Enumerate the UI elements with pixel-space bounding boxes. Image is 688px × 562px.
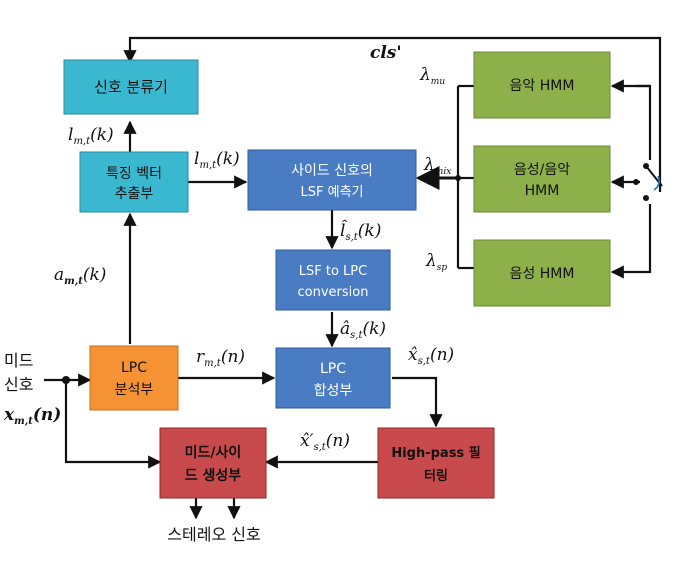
mid-signal-label-line1: 미드 bbox=[4, 351, 33, 370]
cls-feedback-line bbox=[123, 36, 662, 192]
speech-hmm-block: 음성 HMM bbox=[473, 239, 611, 307]
arrow-synthesis-to-highpass bbox=[392, 376, 443, 428]
side-lsf-label-line2: LSF 예측기 bbox=[301, 185, 364, 200]
cls-label: cls' bbox=[370, 43, 402, 63]
junction-dot-input bbox=[62, 376, 70, 384]
side-lsf-predictor-block: 사이드 신호의 LSF 예측기 bbox=[247, 149, 417, 211]
speech-hmm-label: 음성 HMM bbox=[510, 266, 575, 282]
lsf-to-lpc-block: LSF to LPC conversion bbox=[275, 249, 391, 311]
lpc-synthesis-block: LPC 합성부 bbox=[275, 347, 391, 409]
lpc-synthesis-label-line2: 합성부 bbox=[314, 383, 353, 399]
feature-extractor-block: 특징 벡터 추출부 bbox=[79, 151, 189, 213]
speech-music-hmm-block: 음성/음악 HMM bbox=[473, 145, 611, 213]
mid-signal-label-line2: 신호 bbox=[4, 375, 33, 394]
lsf-to-lpc-label-line2: conversion bbox=[298, 285, 369, 300]
x-mt-label: xm,t(n) bbox=[3, 405, 61, 427]
side-lsf-label-line1: 사이드 신호의 bbox=[291, 163, 373, 179]
lambda-mix-label: λmix bbox=[423, 155, 451, 177]
junction-dot-bus bbox=[455, 175, 461, 181]
mid-side-label-line1: 미드/사이 bbox=[185, 444, 242, 461]
r-mt-label: rm,t(n) bbox=[196, 347, 245, 369]
speech-music-hmm-label-line1: 음성/음악 bbox=[514, 162, 570, 178]
a-hat-label: âs,t(k) bbox=[340, 319, 386, 341]
a-mt-label: am,t(k) bbox=[54, 265, 106, 287]
lsf-to-lpc-label-line1: LSF to LPC bbox=[299, 264, 367, 279]
switch-icon bbox=[633, 163, 663, 201]
mid-side-label-line2: 드 생성부 bbox=[185, 468, 242, 484]
music-hmm-block: 음악 HMM bbox=[473, 51, 611, 119]
highpass-label-line1: High-pass 필 bbox=[391, 446, 480, 461]
classifier-label: 신호 분류기 bbox=[94, 78, 168, 96]
stereo-output-label: 스테레오 신호 bbox=[167, 525, 260, 544]
lpc-analysis-block: LPC 분석부 bbox=[89, 345, 179, 411]
lpc-synthesis-label-line1: LPC bbox=[320, 361, 346, 377]
feature-label-line1: 특징 벡터 bbox=[106, 166, 162, 182]
l-mt-classifier-label: lm,t(k) bbox=[68, 125, 114, 147]
speech-music-hmm-label-line2: HMM bbox=[525, 183, 560, 199]
x-hat-label: x̂s,t(n) bbox=[408, 345, 454, 367]
l-mt-feature-label: lm,t(k) bbox=[194, 149, 240, 171]
speech-hmm-to-switch bbox=[610, 204, 652, 279]
lpc-analysis-label-line1: LPC bbox=[121, 360, 147, 376]
lpc-analysis-label-line2: 분석부 bbox=[115, 382, 154, 398]
arrow-input-to-midside bbox=[64, 380, 162, 469]
highpass-filter-block: High-pass 필 터링 bbox=[377, 427, 495, 499]
music-hmm-to-switch bbox=[636, 84, 652, 160]
lambda-mu-label: λmu bbox=[419, 65, 445, 87]
lambda-sp-label: λsp bbox=[425, 251, 447, 273]
feature-label-line2: 추출부 bbox=[115, 186, 154, 202]
l-hat-label: l̂s,t(k) bbox=[340, 220, 381, 243]
signal-classifier-block: 신호 분류기 bbox=[63, 59, 199, 115]
music-hmm-label: 음악 HMM bbox=[510, 78, 575, 94]
highpass-label-line2: 터링 bbox=[424, 468, 448, 484]
mid-side-generator-block: 미드/사이 드 생성부 bbox=[159, 427, 267, 499]
x-hat-prime-label: x̂′s,t(n) bbox=[300, 431, 350, 453]
